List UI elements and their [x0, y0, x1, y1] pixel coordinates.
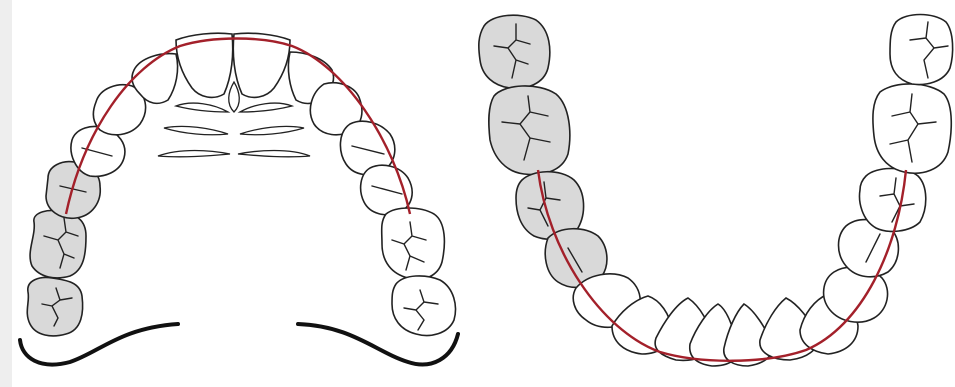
ruga-left-2	[164, 126, 228, 134]
maxillary-left-central-incisor	[176, 33, 233, 97]
ruga-left-3	[158, 151, 230, 157]
ruga-right-1	[240, 103, 292, 112]
maxillary-left-anterior	[93, 33, 232, 135]
incisive-papilla	[229, 82, 240, 112]
maxillary-left-second-molar	[30, 210, 86, 277]
ruga-right-3	[238, 151, 310, 157]
mandibular-left-second-molar	[489, 86, 570, 175]
ruga-right-2	[240, 126, 304, 134]
mandibular-right-third-molar	[890, 15, 953, 85]
ruga-left-1	[176, 103, 228, 112]
maxillary-left-molars	[27, 210, 86, 335]
mandibular-arch-panel	[479, 15, 953, 367]
mandibular-left-molars	[479, 15, 584, 239]
maxillary-right-premolars	[340, 121, 412, 215]
maxillary-arch-panel	[20, 33, 458, 364]
palatal-rugae	[158, 82, 310, 157]
mandibular-right-premolars	[824, 220, 899, 323]
scan-edge-shadow	[0, 0, 12, 387]
mandibular-left-third-molar	[479, 15, 550, 88]
maxillary-left-premolars	[46, 127, 125, 219]
mandibular-right-molars	[860, 15, 953, 232]
maxillary-right-molars	[382, 208, 456, 335]
maxillary-right-second-molar	[392, 276, 455, 336]
maxillary-left-third-molar	[27, 278, 82, 336]
maxillary-right-first-molar	[382, 208, 445, 279]
